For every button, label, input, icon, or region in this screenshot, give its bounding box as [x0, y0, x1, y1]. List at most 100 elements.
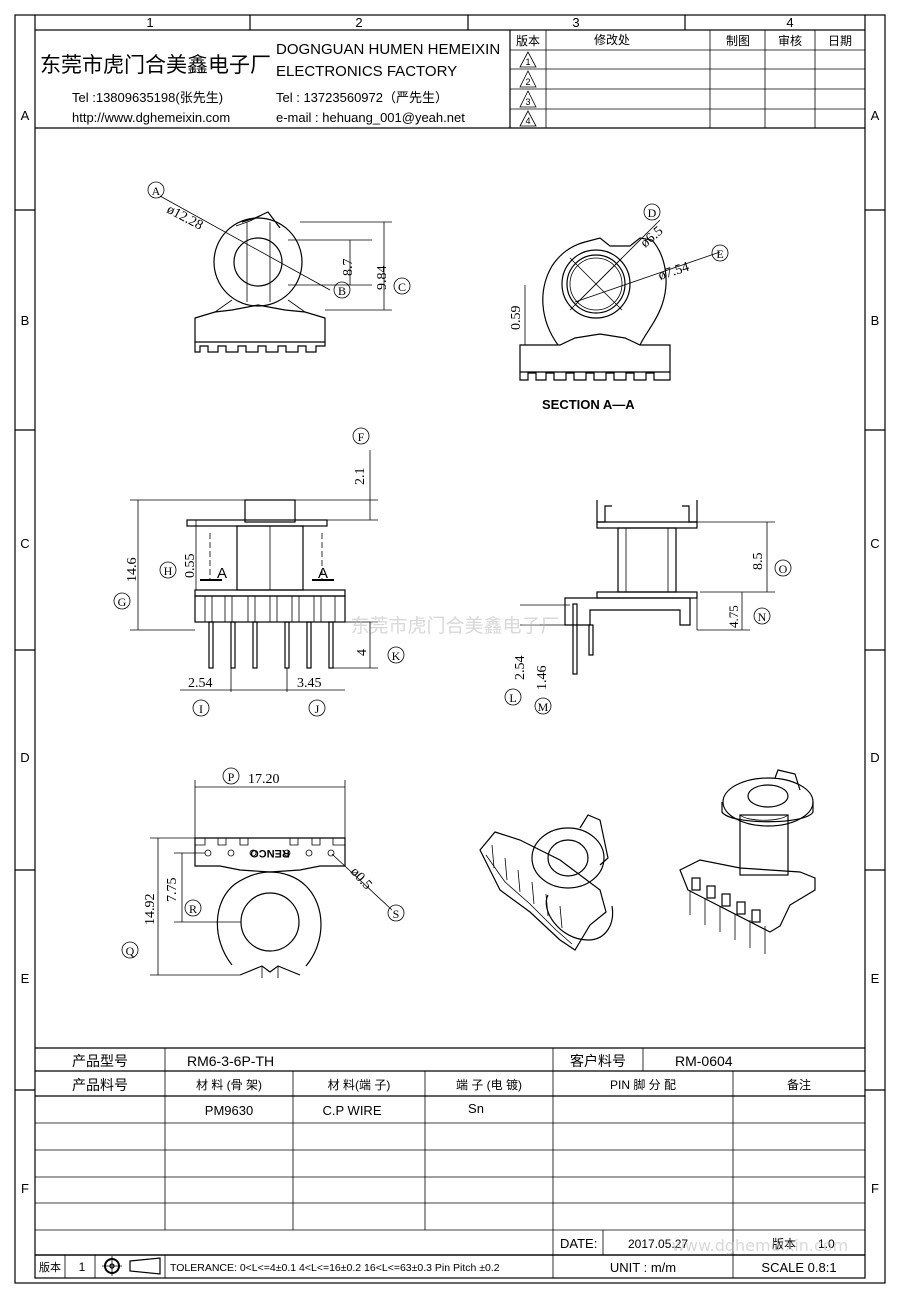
- row-label-a-right: A: [871, 108, 880, 123]
- grid-column-labels: 1 2 3 4: [146, 15, 793, 30]
- callout-H: H: [164, 564, 173, 578]
- col-label-2: 2: [355, 15, 362, 30]
- dim-Q-value: 14.92: [143, 894, 158, 926]
- view-side: 8.5 O 4.75 N 2.54 1.46 L M: [504, 500, 792, 715]
- revision-table: 版本 修改处 制图 审核 日期 1 2 3 4: [510, 30, 865, 128]
- date-label: DATE:: [560, 1236, 597, 1251]
- callout-M: M: [538, 700, 549, 714]
- dim-L-value: 2.54: [513, 656, 528, 681]
- dim-S-value: ø0.5: [347, 865, 375, 893]
- rev-row-triangles: 1 2 3 4: [519, 51, 537, 127]
- dim-D-value: ø6.5: [638, 224, 666, 251]
- dim-E-value: ø7.54: [657, 260, 692, 284]
- dim-B-value: 8.7: [341, 259, 356, 277]
- col-remark: 备注: [787, 1077, 811, 1092]
- isometric-view-1: [479, 814, 614, 951]
- plating-value: Sn: [468, 1101, 484, 1116]
- scale-note: SCALE 0.8:1: [761, 1260, 836, 1275]
- dim-O-value: 8.5: [751, 553, 766, 571]
- company-name-en-line2: ELECTRONICS FACTORY: [276, 63, 457, 80]
- col-label-4: 4: [786, 15, 793, 30]
- row-label-f-right: F: [871, 1181, 879, 1196]
- dim-H-value: 0.55: [183, 554, 198, 579]
- version-value-right: 1.0: [818, 1237, 835, 1251]
- callout-G: G: [118, 595, 127, 609]
- dim-R-value: 7.75: [165, 878, 180, 903]
- section-title: SECTION A—A: [542, 397, 635, 412]
- view-bottom: RENCO P 17.20 14.92 Q 7.75 R ø0.5 S: [121, 767, 405, 978]
- callout-O: O: [779, 562, 788, 576]
- callout-S: S: [393, 907, 400, 921]
- brand-mark: RENCO: [250, 847, 290, 859]
- callout-N: N: [758, 610, 767, 624]
- tolerance-note: TOLERANCE: 0<L<=4±0.1 4<L<=16±0.2 16<L<=…: [170, 1262, 500, 1274]
- col-pin-distribution: PIN 脚 分 配: [610, 1077, 676, 1092]
- sheet-frame: [14, 14, 886, 1284]
- callout-D: D: [648, 206, 657, 220]
- col-label-3: 3: [572, 15, 579, 30]
- callout-F: F: [358, 430, 365, 444]
- product-table: 产品型号 RM6-3-6P-TH 客户料号 RM-0604 产品料号 材 料 (…: [35, 1047, 865, 1256]
- row-label-a-left: A: [21, 108, 30, 123]
- rev-row-1: 1: [525, 57, 530, 67]
- customer-no-label: 客户料号: [570, 1053, 626, 1069]
- model-value: RM6-3-6P-TH: [187, 1053, 274, 1069]
- col-material-pin: 材 料(端 子): [328, 1078, 391, 1092]
- callout-J: J: [315, 702, 320, 716]
- phone-2: Tel : 13723560972（严先生）: [276, 90, 448, 105]
- callout-Q: Q: [126, 944, 135, 958]
- row-label-c-left: C: [20, 536, 29, 551]
- customer-no-value: RM-0604: [675, 1053, 733, 1069]
- website: http://www.dghemeixin.com: [72, 110, 230, 125]
- model-label: 产品型号: [72, 1053, 128, 1069]
- dim-N-value: 4.75: [726, 605, 741, 628]
- dim-P-value: 17.20: [248, 772, 280, 787]
- version-value: 1: [79, 1260, 86, 1274]
- footer: DATE: 2017.05.27 版本 1.0 版本 1 TOLERANCE: …: [35, 1236, 865, 1278]
- dim-A-value: ø12.28: [164, 202, 205, 233]
- row-label-b-left: B: [21, 313, 30, 328]
- watermark-url: www.dghemeixin.com: [672, 1236, 848, 1255]
- rev-header-change: 修改处: [594, 32, 630, 47]
- callout-C: C: [398, 280, 406, 294]
- dim-C-value: 9.84: [375, 266, 390, 291]
- row-label-d-left: D: [20, 750, 29, 765]
- section-marker-left: A: [217, 565, 227, 582]
- material-frame-value: PM9630: [205, 1103, 253, 1118]
- rev-header-checked: 审核: [778, 33, 802, 48]
- header: 东莞市虎门合美鑫电子厂 DOGNGUAN HUMEN HEMEIXIN ELEC…: [35, 30, 865, 129]
- version-label: 版本: [39, 1260, 61, 1274]
- callout-P: P: [228, 770, 235, 784]
- row-label-c-right: C: [870, 536, 879, 551]
- email: e-mail : hehuang_001@yeah.net: [276, 110, 465, 125]
- isometric-view-2: [679, 769, 816, 954]
- dim-K-value: 4: [355, 649, 370, 656]
- row-label-e-right: E: [871, 971, 880, 986]
- phone-1: Tel :13809635198(张先生): [72, 90, 223, 105]
- callout-I: I: [199, 702, 203, 716]
- watermark-center: 东莞市虎门合美鑫电子厂: [350, 615, 559, 637]
- view-section-aa: D ø6.5 E ø7.54 0.59 SECTION A—A: [509, 203, 729, 412]
- row-label-b-right: B: [871, 313, 880, 328]
- row-label-e-left: E: [21, 971, 30, 986]
- material-pin-value: C.P WIRE: [323, 1103, 382, 1118]
- version-label-right: 版本: [772, 1237, 796, 1251]
- rev-row-2: 2: [525, 77, 530, 87]
- callout-E: E: [716, 247, 723, 261]
- row-label-d-right: D: [870, 750, 879, 765]
- dim-G-value: 14.6: [125, 558, 140, 583]
- grid-row-labels: A A B B C C D D E E F F: [20, 108, 879, 1196]
- col-material-frame: 材 料 (骨 架): [196, 1078, 262, 1092]
- dim-F-value: 2.1: [353, 468, 368, 486]
- rev-header-drawn: 制图: [726, 34, 750, 48]
- col-label-1: 1: [146, 15, 153, 30]
- dim-section-value: 0.59: [509, 306, 524, 331]
- dim-M-value: 1.46: [535, 666, 550, 691]
- callout-A: A: [152, 184, 161, 198]
- date-value: 2017.05.27: [628, 1237, 688, 1251]
- col-plating: 端 子 (电 镀): [456, 1078, 522, 1092]
- view-top: A ø12.28 8.7 B 9.84 C: [147, 181, 411, 353]
- rev-row-4: 4: [525, 116, 530, 126]
- dim-I-value: 2.54: [188, 676, 213, 691]
